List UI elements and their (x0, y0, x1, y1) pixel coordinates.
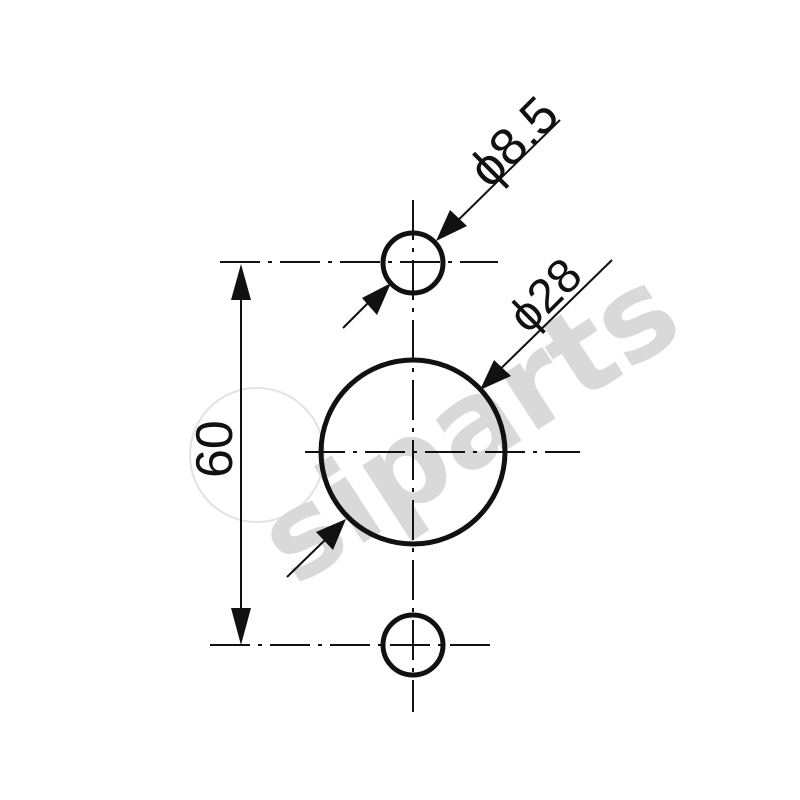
large-hole-leader-inner (286, 539, 326, 578)
top-small-hole (380, 230, 446, 296)
small-hole-diameter-label: ϕ8.5 (457, 86, 570, 199)
watermark: siparts (189, 241, 703, 612)
large-hole-leader (484, 259, 613, 385)
large-center-hole (318, 357, 508, 547)
small-hole-leader (439, 119, 561, 239)
bottom-small-hole (380, 612, 446, 678)
svg-text:siparts: siparts (235, 241, 703, 612)
arrowheads (231, 210, 511, 645)
hole-spacing-label: 60 (186, 420, 244, 478)
